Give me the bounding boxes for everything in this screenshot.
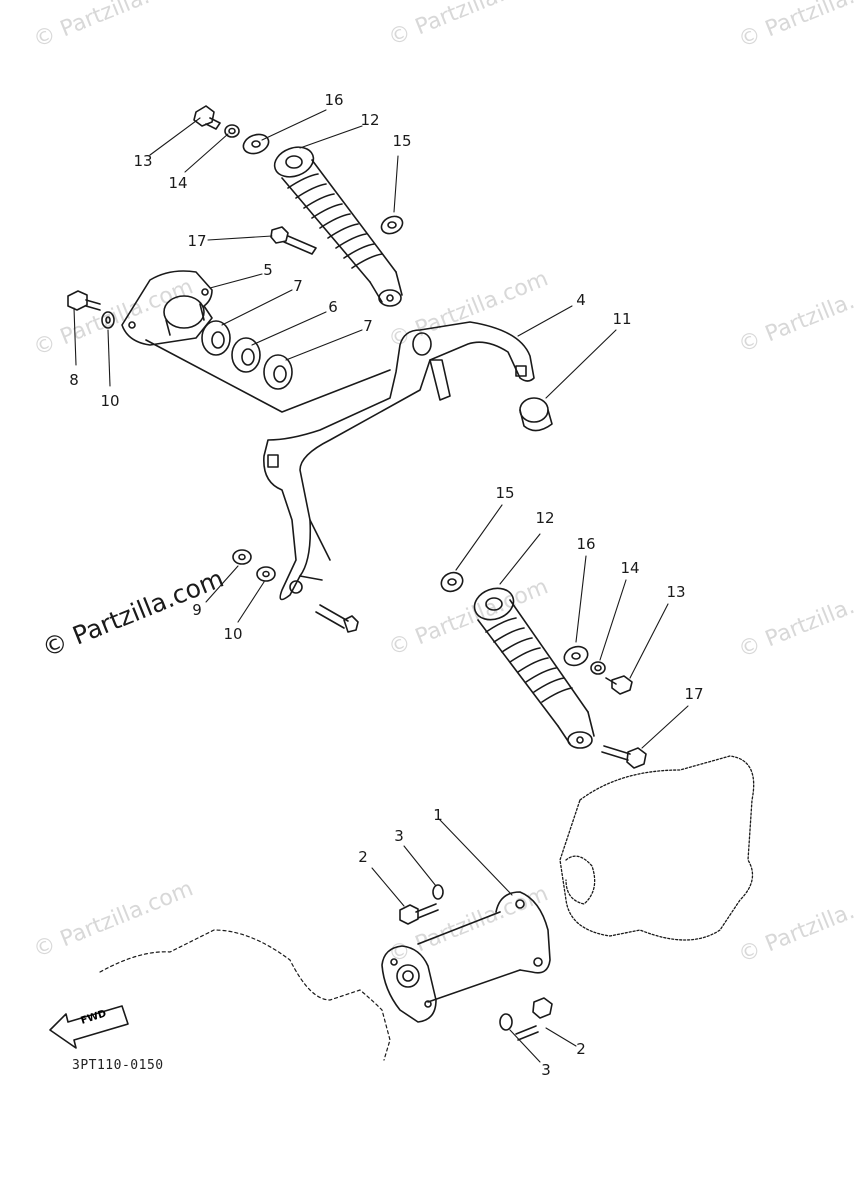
engine-mount-1 (381, 891, 551, 1023)
callout-14: 14 (620, 559, 640, 577)
washer-15-upper (380, 215, 404, 235)
forward-arrow-icon (49, 1005, 129, 1049)
callout-17: 17 (684, 685, 704, 703)
callout-2: 2 (358, 848, 368, 866)
callout-7: 7 (363, 317, 373, 335)
bolt-2-upper (399, 903, 439, 925)
drawing-code: 3PT110-0150 (72, 1058, 164, 1073)
callout-12: 12 (535, 509, 555, 527)
bolt-17-upper (270, 226, 317, 255)
callout-17: 17 (187, 232, 207, 250)
washer-14-lower (590, 661, 606, 675)
rear-arm-4 (263, 321, 535, 601)
leader-lines (73, 109, 689, 1063)
collar-11 (519, 397, 553, 432)
callout-2: 2 (576, 1040, 586, 1058)
callout-13: 13 (133, 152, 153, 170)
bolt-13-lower (605, 675, 633, 695)
washer-3-upper (432, 884, 444, 900)
washer-10-left (101, 311, 115, 329)
callout-10: 10 (100, 392, 120, 410)
bolt-2-lower (515, 997, 553, 1041)
washer-3-lower (499, 1013, 513, 1031)
callout-16: 16 (576, 535, 596, 553)
callout-14: 14 (168, 174, 188, 192)
bearing-7-right (263, 354, 293, 390)
callout-4: 4 (576, 291, 586, 309)
washer-16-upper (242, 133, 270, 155)
callout-7: 7 (293, 277, 303, 295)
fwd-label: FWD (80, 1008, 108, 1027)
callout-5: 5 (263, 261, 273, 279)
shock-absorber-upper (273, 146, 403, 307)
collar-6 (231, 337, 261, 373)
callout-6: 6 (328, 298, 338, 316)
bolt-8 (67, 290, 101, 311)
washer-15-lower (440, 571, 464, 593)
callout-9: 9 (192, 601, 202, 619)
washer-16-lower (563, 645, 589, 667)
engine-outline (559, 755, 755, 941)
assembly-line (145, 339, 391, 413)
washer-9 (232, 549, 252, 565)
bolt-13-upper (193, 105, 221, 130)
bolt-arm-lower (315, 604, 359, 633)
callout-11: 11 (612, 310, 632, 328)
bearing-7-left (201, 320, 231, 356)
callout-3: 3 (394, 827, 404, 845)
washer-10-lower (256, 566, 276, 582)
callout-12: 12 (360, 111, 380, 129)
callout-13: 13 (666, 583, 686, 601)
callout-1: 1 (433, 806, 443, 824)
callout-10: 10 (223, 625, 243, 643)
callout-15: 15 (495, 484, 515, 502)
bracket-5 (121, 270, 213, 346)
bolt-17-lower (601, 745, 647, 769)
frame-outline (99, 929, 391, 1061)
washer-14-upper (224, 124, 240, 138)
callout-3: 3 (541, 1061, 551, 1079)
callout-16: 16 (324, 91, 344, 109)
callout-8: 8 (69, 371, 79, 389)
shock-absorber-lower (473, 587, 595, 749)
callout-15: 15 (392, 132, 412, 150)
